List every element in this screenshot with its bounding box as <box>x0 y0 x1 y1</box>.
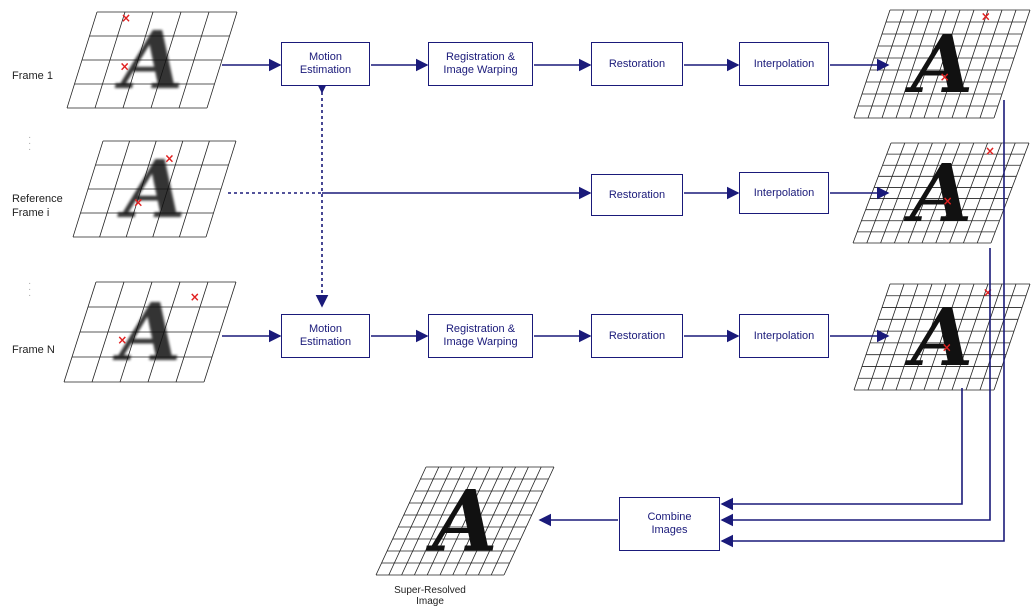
restoration-box-2: Restoration <box>591 174 683 216</box>
grid-line <box>990 142 1030 244</box>
grid-line <box>907 142 947 244</box>
motion-estimation-box-1: Motion Estimation <box>281 42 370 86</box>
grid-line <box>993 9 1031 119</box>
grid-line <box>490 466 542 576</box>
letter-a-glyph: A <box>112 285 181 379</box>
grid-line <box>951 283 989 391</box>
feature-marker-icon: × <box>943 194 953 208</box>
combine-images-box: Combine Images <box>619 497 720 551</box>
grid-line <box>979 283 1017 391</box>
interpolation-box-3: Interpolation <box>739 314 829 358</box>
grid-line <box>895 9 933 119</box>
letter-a-glyph: A <box>903 146 972 240</box>
feature-marker-icon: × <box>120 60 130 74</box>
restoration-box-1: Restoration <box>591 42 683 86</box>
grid-line <box>426 466 478 576</box>
registration-box-2: Registration & Image Warping <box>428 314 533 358</box>
grid-line <box>937 9 975 119</box>
grid-line <box>951 9 989 119</box>
grid-line <box>949 142 988 244</box>
interpolation-box-1: Interpolation <box>739 42 829 86</box>
letter-a-glyph: A <box>904 290 973 384</box>
grid-line <box>965 283 1003 391</box>
interpolation-box-2: Interpolation <box>739 172 829 214</box>
letter-a-glyph: A <box>904 17 973 111</box>
grid-line <box>867 283 905 391</box>
letter-a-glyph: A <box>114 13 183 107</box>
grid-line <box>909 9 947 119</box>
feature-marker-icon: × <box>983 285 993 299</box>
registration-box-1: Registration & Image Warping <box>428 42 533 86</box>
grid-line <box>853 283 891 391</box>
grid-line <box>923 283 961 391</box>
grid-line <box>880 142 919 244</box>
motion-estimation-box-2: Motion Estimation <box>281 314 370 358</box>
reference-frame-label-line2: Frame i <box>12 207 50 219</box>
letter-a-glyph: A <box>116 142 185 236</box>
input-frame-1-grid: A× × <box>66 11 238 109</box>
grid-line <box>465 466 516 576</box>
feature-marker-icon: × <box>164 151 174 165</box>
feature-marker-icon: × <box>190 290 200 304</box>
super-resolved-grid: A <box>375 466 555 576</box>
ellipsis-dots-1: ··· <box>28 132 32 155</box>
feature-marker-icon: × <box>985 144 995 158</box>
grid-line <box>976 142 1016 244</box>
feature-marker-icon: × <box>133 195 143 209</box>
ellipsis-dots-2: ··· <box>28 278 32 301</box>
feature-marker-icon: × <box>121 11 131 25</box>
hr-frame-n-grid: A×× <box>853 283 1031 391</box>
feature-marker-icon: × <box>981 9 991 23</box>
grid-line <box>853 9 891 119</box>
grid-line <box>375 466 427 576</box>
grid-line <box>388 466 440 576</box>
grid-line <box>881 283 919 391</box>
input-frame-n-grid: A×× <box>63 281 237 383</box>
grid-line <box>414 466 465 576</box>
grid-line <box>923 9 961 119</box>
grid-line <box>503 466 555 576</box>
grid-line <box>935 142 975 244</box>
hr-reference-grid: A×× <box>852 142 1030 244</box>
grid-line <box>452 466 504 576</box>
grid-line <box>867 9 905 119</box>
feature-marker-icon: × <box>117 333 127 347</box>
connector-hr1-to-combine <box>720 100 1005 548</box>
connector-hr2-to-combine <box>720 248 991 527</box>
grid-line <box>881 9 919 119</box>
super-resolved-caption-line2: Image <box>416 596 444 607</box>
frame-1-label: Frame 1 <box>12 70 53 82</box>
grid-line <box>894 142 933 244</box>
grid-line <box>439 466 491 576</box>
reference-frame-label-line1: Reference <box>12 193 63 205</box>
grid-line <box>937 283 975 391</box>
reference-frame-grid: A× × <box>72 140 237 238</box>
feature-marker-icon: × <box>940 70 950 84</box>
hr-frame-1-grid: A×× <box>853 9 1031 119</box>
feature-marker-icon: × <box>942 341 952 355</box>
grid-line <box>909 283 947 391</box>
grid-line <box>979 9 1017 119</box>
grid-line <box>895 283 933 391</box>
connector-hrN-to-combine <box>720 388 963 511</box>
restoration-box-3: Restoration <box>591 314 683 358</box>
grid-line <box>963 142 1002 244</box>
frame-n-label: Frame N <box>12 344 55 356</box>
grid-line <box>478 466 529 576</box>
grid-line <box>401 466 452 576</box>
super-resolved-caption-line1: Super-Resolved <box>394 585 466 596</box>
grid-line <box>921 142 961 244</box>
grid-line <box>993 283 1031 391</box>
grid-line <box>965 9 1003 119</box>
letter-a-glyph: A <box>425 471 497 570</box>
